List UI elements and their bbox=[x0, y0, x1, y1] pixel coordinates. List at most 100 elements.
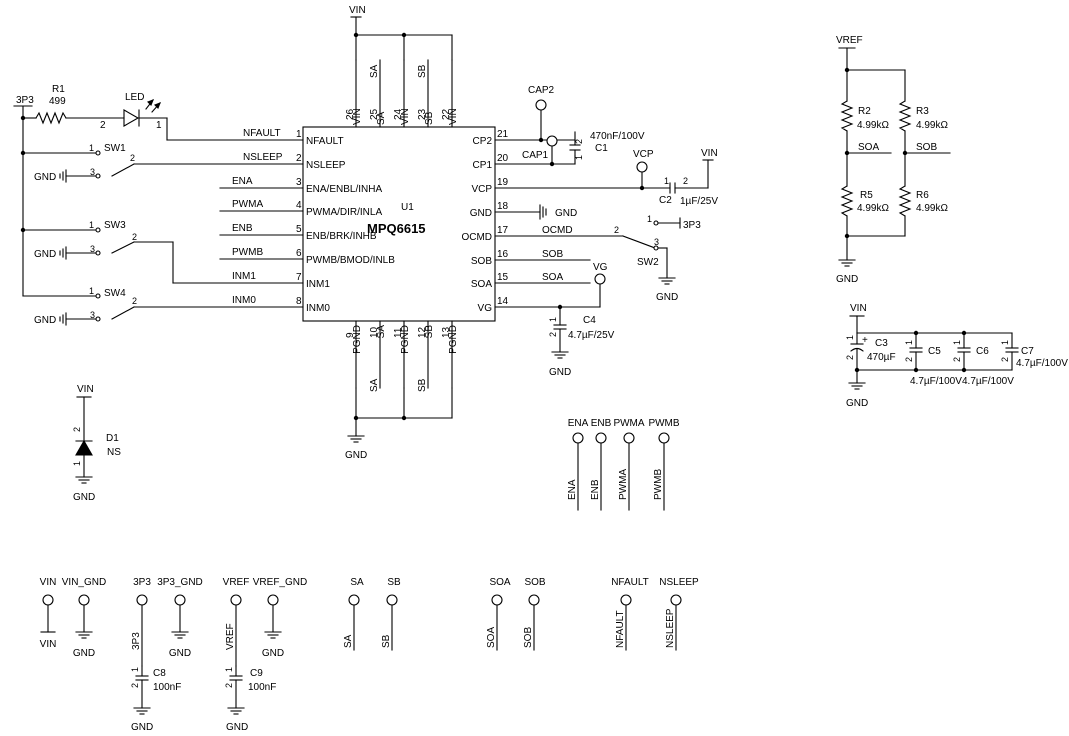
c7-pin1: 1 bbox=[1000, 340, 1010, 345]
vg-label: VG bbox=[593, 262, 608, 273]
pin-num-8: 8 bbox=[296, 296, 302, 307]
tp-label-vref: VREF bbox=[223, 577, 250, 588]
sw4-gnd: GND bbox=[34, 315, 56, 326]
led-pin1: 1 bbox=[156, 120, 162, 131]
test-point-3p3 bbox=[136, 594, 148, 606]
test-point-3p3-gnd bbox=[174, 594, 186, 606]
test-point-vref bbox=[230, 594, 242, 606]
pin-name-vg: VG bbox=[478, 303, 493, 314]
c6-value: 4.7µF/100V bbox=[962, 376, 1014, 387]
divider-gnd: GND bbox=[836, 274, 858, 285]
tp-gnd-label: GND bbox=[169, 648, 191, 659]
c4-pin1: 1 bbox=[548, 317, 558, 322]
c2-pin1: 1 bbox=[664, 176, 669, 186]
pin-name-sob: SOB bbox=[471, 256, 492, 267]
tp-top-net-enb: ENB bbox=[590, 479, 601, 500]
tp-net-sa: SA bbox=[343, 634, 354, 648]
tp-label-3p3_gnd: 3P3_GND bbox=[157, 577, 203, 588]
pin-name-2: NSLEEP bbox=[306, 160, 346, 171]
tp-gnd-1 bbox=[75, 631, 93, 639]
label-3p3-left: 3P3 bbox=[16, 95, 34, 106]
charge-pump-network: 2 1 470nF/100V C1 CAP2 CAP1 VCP VIN 1 2 … bbox=[494, 85, 718, 378]
tp-label-nsleep: NSLEEP bbox=[659, 577, 699, 588]
tp-top-label-pwma: PWMA bbox=[613, 418, 644, 429]
tp-label-nfault: NFAULT bbox=[611, 577, 649, 588]
c9-value: 100nF bbox=[248, 682, 276, 693]
pin-name-22: VIN bbox=[448, 108, 459, 125]
test-point-soa bbox=[491, 594, 503, 606]
r1-value: 499 bbox=[49, 96, 66, 107]
test-point-sob bbox=[528, 594, 540, 606]
led-ref: LED bbox=[125, 92, 144, 103]
r5-value: 4.99kΩ bbox=[857, 203, 889, 214]
vin-top-bus: VIN bbox=[349, 5, 453, 61]
pin-name-4: PWMA/DIR/INLA bbox=[306, 207, 382, 218]
test-point-enb bbox=[595, 432, 607, 444]
sw1-p3: 3 bbox=[90, 167, 95, 177]
tp-net-soa: SOA bbox=[486, 627, 497, 648]
sw1-p2: 2 bbox=[130, 153, 135, 163]
sw3-p3: 3 bbox=[90, 244, 95, 254]
c4-ref: C4 bbox=[583, 315, 596, 326]
tp-gnd-label: GND bbox=[262, 648, 284, 659]
c9-pin1: 1 bbox=[224, 667, 234, 672]
left-pins: 1NFAULTNFAULT2NSLEEPNSLEEP3ENA/ENBL/INHA… bbox=[232, 128, 395, 314]
right-pins: 21CP220CP119VCP18GND17OCMDOCMD16SOBSOB15… bbox=[461, 129, 572, 314]
test-point-pwmb bbox=[658, 432, 670, 444]
c8-gnd: GND bbox=[131, 722, 153, 733]
c2-pin2: 2 bbox=[683, 176, 688, 186]
d1-gnd: GND bbox=[73, 492, 95, 503]
pin-num-25: 25 bbox=[369, 108, 380, 120]
c5-pin1: 1 bbox=[904, 340, 914, 345]
tp-vin-label: VIN bbox=[40, 639, 57, 650]
c5-pin2: 2 bbox=[904, 357, 914, 362]
vref-label: VREF bbox=[836, 35, 863, 46]
pin-name-soa: SOA bbox=[471, 279, 492, 290]
net-label-bot-sb: SB bbox=[417, 378, 428, 392]
ic-u1: MPQ6615 U1 1NFAULTNFAULT2NSLEEPNSLEEP3EN… bbox=[232, 59, 573, 392]
c5-value: 4.7µF/100V bbox=[910, 376, 962, 387]
pin-name-24: VIN bbox=[400, 108, 411, 125]
tp-net-sb: SB bbox=[381, 634, 392, 648]
tp-net-nfault: NFAULT bbox=[615, 610, 626, 648]
pin-name-1: NFAULT bbox=[306, 136, 344, 147]
pin-num-22: 22 bbox=[441, 108, 452, 120]
tp-top-net-ena: ENA bbox=[567, 479, 578, 500]
net-label-enb: ENB bbox=[232, 223, 253, 234]
net-label-nsleep: NSLEEP bbox=[243, 152, 283, 163]
test-points-bottom: VINVINVIN_GNDGND3P33P33P3_GNDGNDVREFVREF… bbox=[40, 577, 699, 667]
diode-d1: VIN 2 1 D1 NS GND bbox=[72, 384, 121, 503]
pgnd-gnd-label: GND bbox=[345, 450, 367, 461]
pin-name-3: ENA/ENBL/INHA bbox=[306, 184, 382, 195]
sw3-gnd: GND bbox=[34, 249, 56, 260]
pin-num-3: 3 bbox=[296, 177, 302, 188]
chip-name: MPQ6615 bbox=[367, 221, 426, 236]
pin-num-21: 21 bbox=[497, 129, 509, 140]
c3-pin2: 2 bbox=[845, 355, 855, 360]
divider-soa: SOA bbox=[858, 142, 879, 153]
c8-pin1: 1 bbox=[130, 667, 140, 672]
sw2-pin1: 1 bbox=[647, 214, 652, 224]
c9-ref: C9 bbox=[250, 668, 263, 679]
c7-ref: C7 bbox=[1021, 346, 1034, 357]
vcp-label: VCP bbox=[633, 149, 654, 160]
tp-gnd-5 bbox=[264, 631, 282, 639]
tp-label-3p3: 3P3 bbox=[133, 577, 151, 588]
pin-num-19: 19 bbox=[497, 177, 509, 188]
test-point-pwma bbox=[623, 432, 635, 444]
divider-sob: SOB bbox=[916, 142, 937, 153]
r2-value: 4.99kΩ bbox=[857, 120, 889, 131]
c9-pin2: 2 bbox=[224, 683, 234, 688]
c4-value: 4.7µF/25V bbox=[568, 330, 615, 341]
pin-num-16: 16 bbox=[497, 249, 509, 260]
pin-name-10: SA bbox=[376, 325, 387, 339]
r6-ref: R6 bbox=[916, 190, 929, 201]
sw2-gnd: GND bbox=[656, 292, 678, 303]
pin-num-6: 6 bbox=[296, 248, 302, 259]
pin-num-12: 12 bbox=[417, 326, 428, 338]
pin-num-1: 1 bbox=[296, 129, 302, 140]
net-label-ena: ENA bbox=[232, 176, 253, 187]
pin-num-17: 17 bbox=[497, 225, 509, 236]
